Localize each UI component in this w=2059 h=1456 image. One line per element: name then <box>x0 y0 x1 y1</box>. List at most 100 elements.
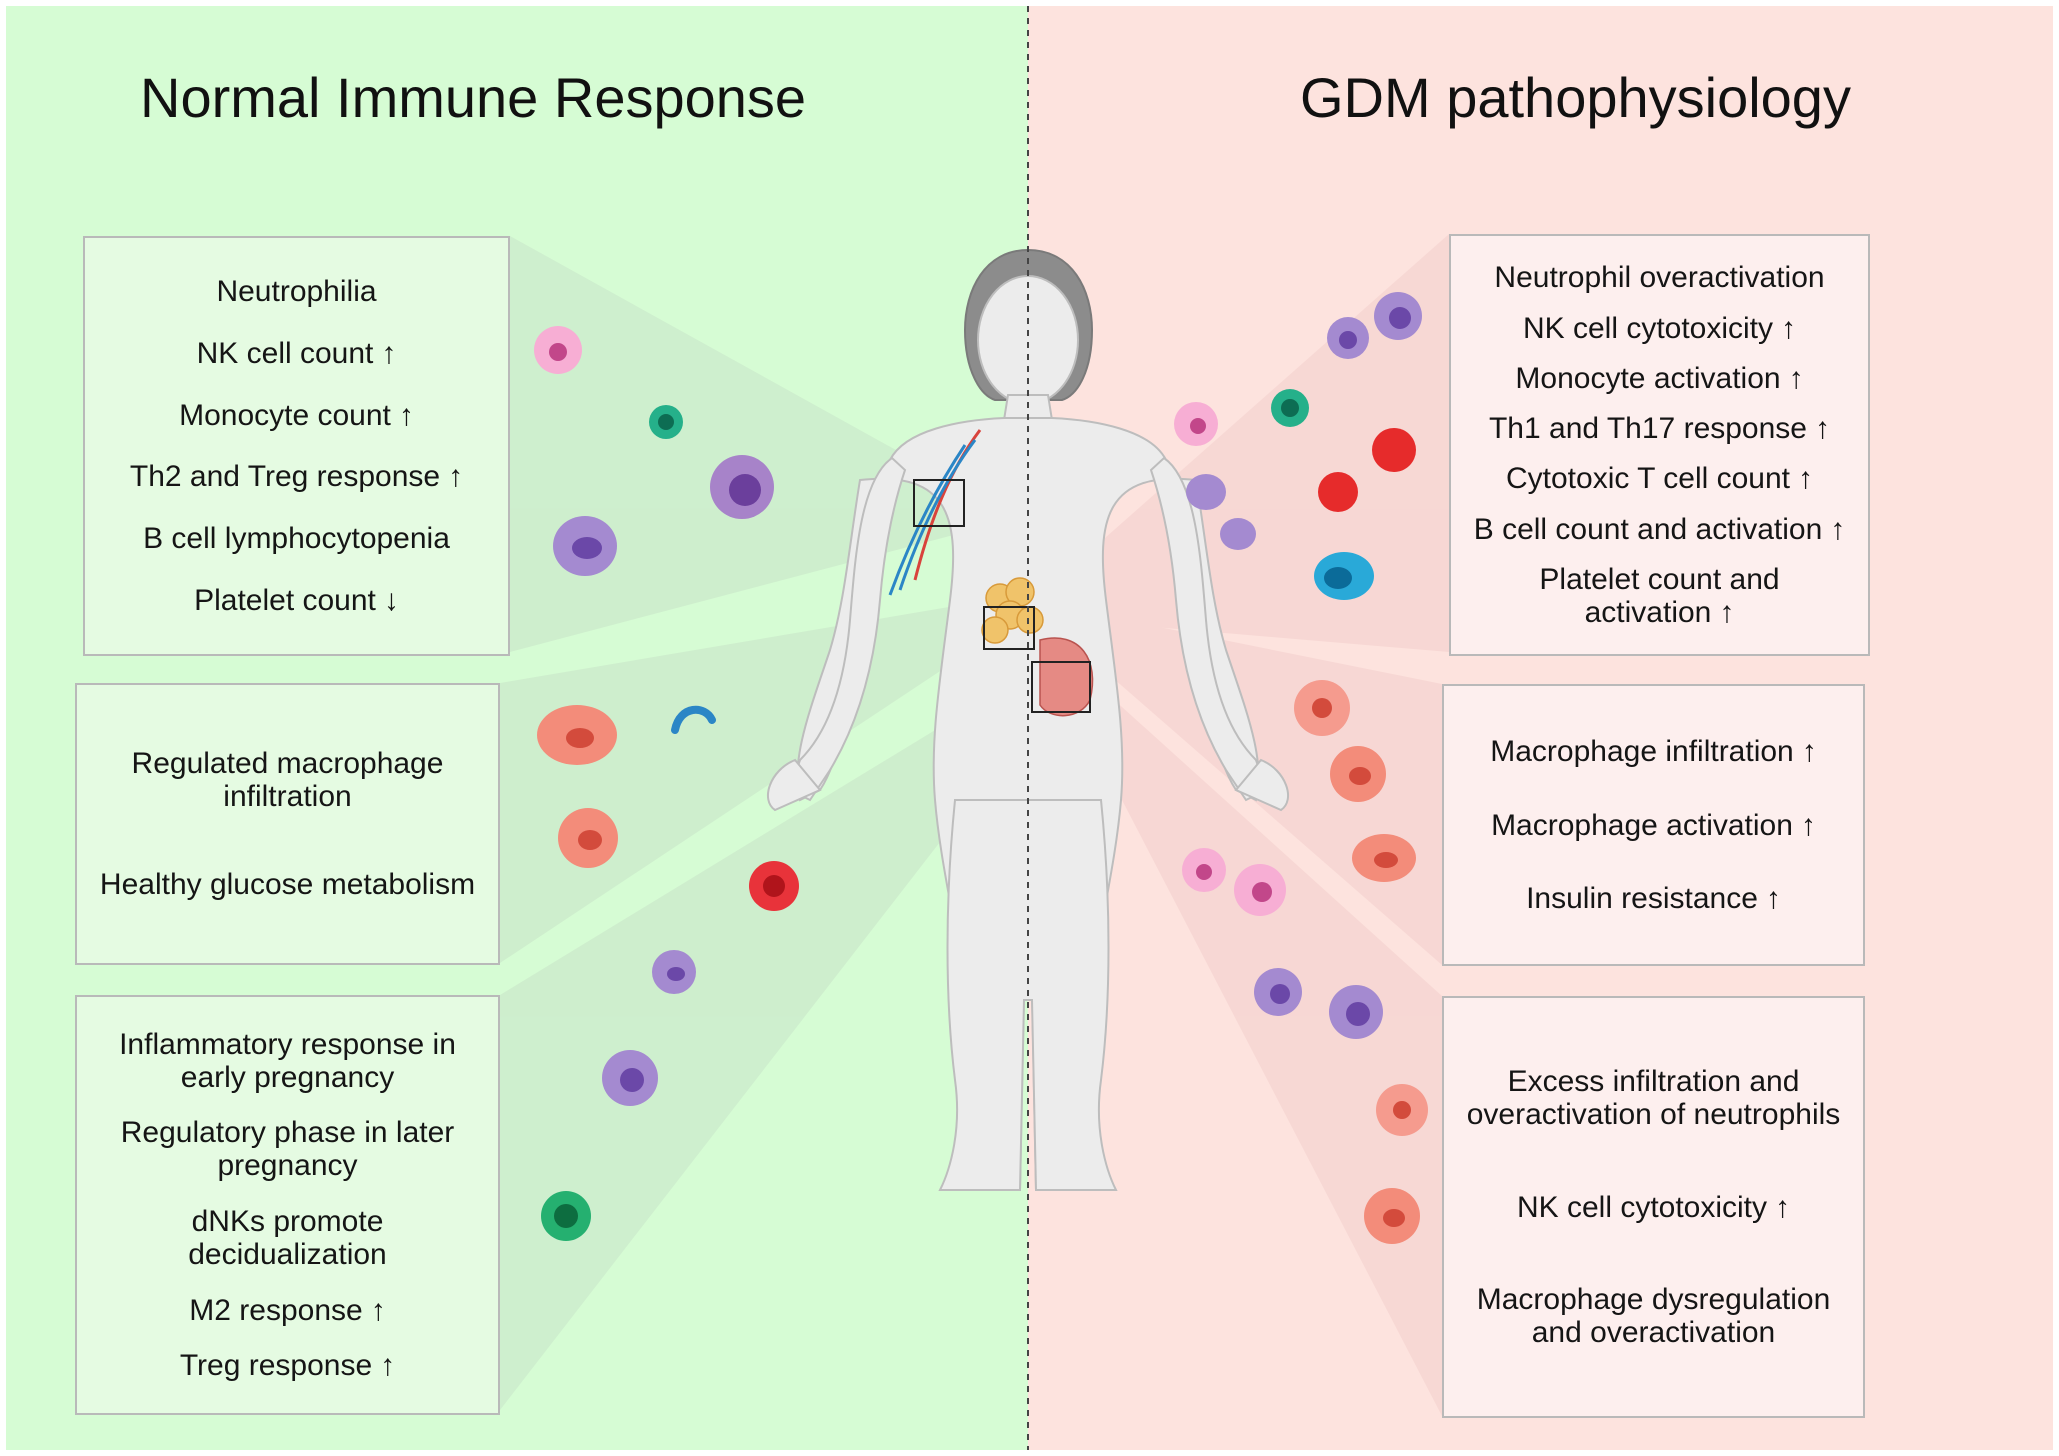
macrophage-nucleus <box>1374 852 1398 868</box>
neutrophil-nucleus <box>549 343 567 361</box>
up-arrow-icon: ↑ <box>1830 512 1846 546</box>
up-arrow-icon: ↑ <box>1719 595 1735 629</box>
up-arrow-icon: ↑ <box>1781 311 1797 345</box>
lymphocyte-nucleus <box>1339 331 1357 349</box>
platelet-core <box>1393 1101 1411 1119</box>
box-text-line: Macrophage activation↑ <box>1491 809 1816 842</box>
macrophage-nucleus <box>1383 1209 1405 1227</box>
beam-right-bottom <box>1070 660 1442 1416</box>
vessel-blue-2 <box>888 444 967 596</box>
line-text: Monocyte count <box>179 398 391 432</box>
box-text-line: Cytotoxic T cell count↑ <box>1506 462 1813 495</box>
line-text: Platelet count and activation <box>1539 562 1780 629</box>
monocyte-nucleus <box>667 967 685 981</box>
blood-vessels <box>888 429 982 596</box>
platelet-core <box>1312 698 1332 718</box>
line-text: M2 response <box>189 1293 363 1327</box>
box-text-line: NK cell cytotoxicity↑ <box>1523 312 1796 345</box>
up-arrow-icon: ↑ <box>1788 361 1804 395</box>
uterus-inset-marker <box>1031 661 1091 713</box>
line-text: Macrophage activation <box>1491 808 1793 842</box>
box-text-line: B cell lymphocytopenia <box>143 522 450 555</box>
lymphocyte-nucleus <box>1346 1002 1370 1026</box>
box-text-line: Macrophage infiltration↑ <box>1490 735 1817 768</box>
dendritic-cell-core <box>658 414 674 430</box>
box-text-line: dNKs promote decidualization <box>91 1205 484 1271</box>
up-arrow-icon: ↑ <box>1775 1190 1791 1224</box>
fat-lobule <box>1016 606 1044 634</box>
beam-left-middle <box>500 600 990 963</box>
monocyte-nucleus <box>729 474 761 506</box>
left-panel-title: Normal Immune Response <box>140 66 807 129</box>
line-text: Macrophage dysregulation and overactivat… <box>1476 1282 1831 1349</box>
line-text: Regulatory phase in later pregnancy <box>120 1116 455 1183</box>
activated-cell <box>1318 472 1358 512</box>
box-text-line: NK cell count↑ <box>197 337 397 370</box>
line-text: Treg response <box>179 1349 373 1383</box>
line-text: Healthy glucose metabolism <box>99 867 476 901</box>
blood-inset-marker <box>913 479 965 527</box>
box-text-line: Neutrophil overactivation <box>1494 261 1824 294</box>
box-text-line: Macrophage dysregulation and overactivat… <box>1458 1283 1849 1349</box>
up-arrow-icon: ↑ <box>1765 882 1781 916</box>
dendritic-cell-core <box>1281 399 1299 417</box>
box-text-line: Regulatory phase in later pregnancy <box>91 1116 484 1182</box>
box-text-line: Insulin resistance↑ <box>1526 882 1781 915</box>
right-panel-title: GDM pathophysiology <box>1300 66 1851 129</box>
box-text-line: Neutrophilia <box>216 275 376 308</box>
up-arrow-icon: ↑ <box>381 336 397 370</box>
lymphocyte-nucleus <box>1389 307 1411 329</box>
vessel-blue-1 <box>898 439 977 591</box>
line-text: Cytotoxic T cell count <box>1505 462 1791 496</box>
up-arrow-icon: ↑ <box>1815 412 1830 445</box>
box-text-line: Treg response↑ <box>180 1349 395 1382</box>
box-text-line: B cell count and activation↑ <box>1474 513 1846 546</box>
red-cell-core <box>763 875 785 897</box>
line-text: Macrophage infiltration <box>1490 734 1794 768</box>
monocyte-cell <box>1220 518 1256 550</box>
line-text: dNKs promote decidualization <box>188 1204 387 1271</box>
line-text: Th2 and Treg response <box>129 460 441 494</box>
box-text-line: Excess infiltration and overactivation o… <box>1458 1065 1849 1131</box>
line-text: Platelet count <box>194 584 376 618</box>
box-text-line: Healthy glucose metabolism <box>100 868 475 901</box>
right-box-adipose: Macrophage infiltration↑Macrophage activ… <box>1442 684 1865 966</box>
up-arrow-icon: ↑ <box>448 460 464 494</box>
line-text: Insulin resistance <box>1526 882 1758 916</box>
up-arrow-icon: ↑ <box>380 1349 396 1383</box>
line-text: NK cell count <box>196 336 374 370</box>
down-arrow-icon: ↓ <box>383 584 399 618</box>
right-box-uterus: Excess infiltration and overactivation o… <box>1442 996 1865 1418</box>
b-cell-nucleus <box>1324 567 1352 589</box>
box-text-line: NK cell cytotoxicity↑ <box>1517 1191 1790 1224</box>
line-text: Neutrophilia <box>216 274 377 308</box>
monocyte-cell <box>1186 474 1226 510</box>
box-text-line: Monocyte activation↑ <box>1515 362 1803 395</box>
box-text-line: Regulated macrophage infiltration <box>91 747 484 813</box>
neutrophil-nucleus <box>1252 882 1272 902</box>
line-text: B cell count and activation <box>1473 512 1823 546</box>
fat-lobule <box>981 616 1009 644</box>
macrophage-nucleus <box>1349 767 1371 785</box>
right-hand <box>1234 758 1290 812</box>
line-text: B cell lymphocytopenia <box>143 522 450 556</box>
box-text-line: Th1 and Th17 response↑ <box>1489 412 1830 445</box>
left-hand <box>766 758 822 812</box>
lymphocyte-nucleus <box>572 537 602 559</box>
neutrophil-nucleus <box>1190 418 1206 434</box>
box-text-line: Platelet count and activation↑ <box>1465 563 1854 629</box>
line-text: Excess infiltration and overactivation o… <box>1466 1065 1841 1132</box>
macrophage-nucleus <box>566 728 594 748</box>
line-text: Monocyte activation <box>1515 361 1781 395</box>
right-cells <box>1174 292 1428 1244</box>
box-text-line: Th2 and Treg response↑ <box>130 460 463 493</box>
right-box-blood: Neutrophil overactivation NK cell cytotox… <box>1449 234 1870 656</box>
up-arrow-icon: ↑ <box>1801 734 1817 768</box>
line-text: Inflammatory response in early pregnancy <box>119 1027 456 1094</box>
beam-left-bottom <box>500 660 1050 1410</box>
line-text: NK cell cytotoxicity <box>1516 1190 1768 1224</box>
line-text: Th1 and Th17 response <box>1488 412 1807 445</box>
